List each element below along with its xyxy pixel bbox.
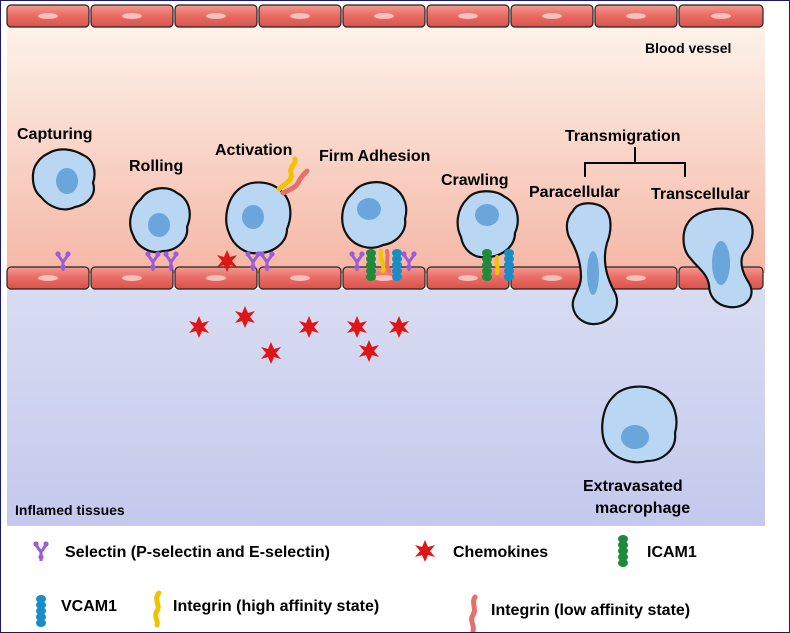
- paracellular-label: Paracellular: [529, 184, 620, 201]
- top-endothelium: [6, 4, 764, 28]
- crawling-label: Crawling: [441, 172, 509, 189]
- firm-adhesion-cell: [341, 181, 408, 249]
- crawling-integrin-high: [494, 255, 500, 275]
- adhesion-integrin-low-1: [385, 249, 391, 273]
- inflamed-tissues-label: Inflamed tissues: [15, 502, 125, 518]
- capturing-label: Capturing: [17, 126, 93, 143]
- extravasated-label-line1: Extravasated: [583, 478, 683, 495]
- activation-label: Activation: [215, 142, 292, 159]
- adhesion-integrin-high-1: [378, 249, 386, 273]
- legend-chemokines-label: Chemokines: [453, 544, 548, 561]
- firm-adhesion-label: Firm Adhesion: [319, 148, 430, 165]
- legend-selectin-label: Selectin (P-selectin and E-selectin): [65, 544, 330, 561]
- crawling-cell: [456, 190, 519, 259]
- legend-vcam1-label: VCAM1: [61, 598, 117, 615]
- transmigration-bracket: [584, 147, 686, 177]
- crawling-icam1: [482, 249, 492, 281]
- extravasated-macrophage-cell: [601, 385, 678, 464]
- blood-vessel-label: Blood vessel: [645, 40, 731, 56]
- activation-integrin-low: [280, 168, 310, 196]
- paracellular-cell: [565, 202, 619, 326]
- legend-integrin-low-label: Integrin (low affinity state): [491, 602, 690, 619]
- capturing-cell: [31, 148, 96, 211]
- transmigration-label: Transmigration: [565, 128, 681, 145]
- legend-icam1-icon: [618, 535, 628, 567]
- adhesion-icam1-1: [366, 249, 376, 281]
- adhesion-vcam1-1: [392, 249, 402, 281]
- legend-chemokine-icon: [415, 540, 435, 562]
- legend-icam1-label: ICAM1: [647, 544, 697, 561]
- legend-selectin-icon: [31, 539, 51, 563]
- rolling-label: Rolling: [129, 158, 183, 175]
- legend-integrin-high-label: Integrin (high affinity state): [173, 598, 379, 615]
- transcellular-cell: [682, 207, 754, 309]
- legend-integrin-high-icon: [153, 590, 162, 628]
- legend: Selectin (P-selectin and E-selectin) Che…: [31, 535, 697, 632]
- legend-vcam1-icon: [36, 595, 46, 627]
- crawling-vcam1: [504, 249, 514, 281]
- activation-integrin-high: [276, 156, 298, 192]
- activation-cell: [225, 181, 292, 255]
- rolling-cell: [129, 187, 191, 254]
- transcellular-label: Transcellular: [651, 186, 750, 203]
- extravasated-label-line2: macrophage: [595, 500, 690, 517]
- legend-integrin-low-icon: [469, 594, 478, 632]
